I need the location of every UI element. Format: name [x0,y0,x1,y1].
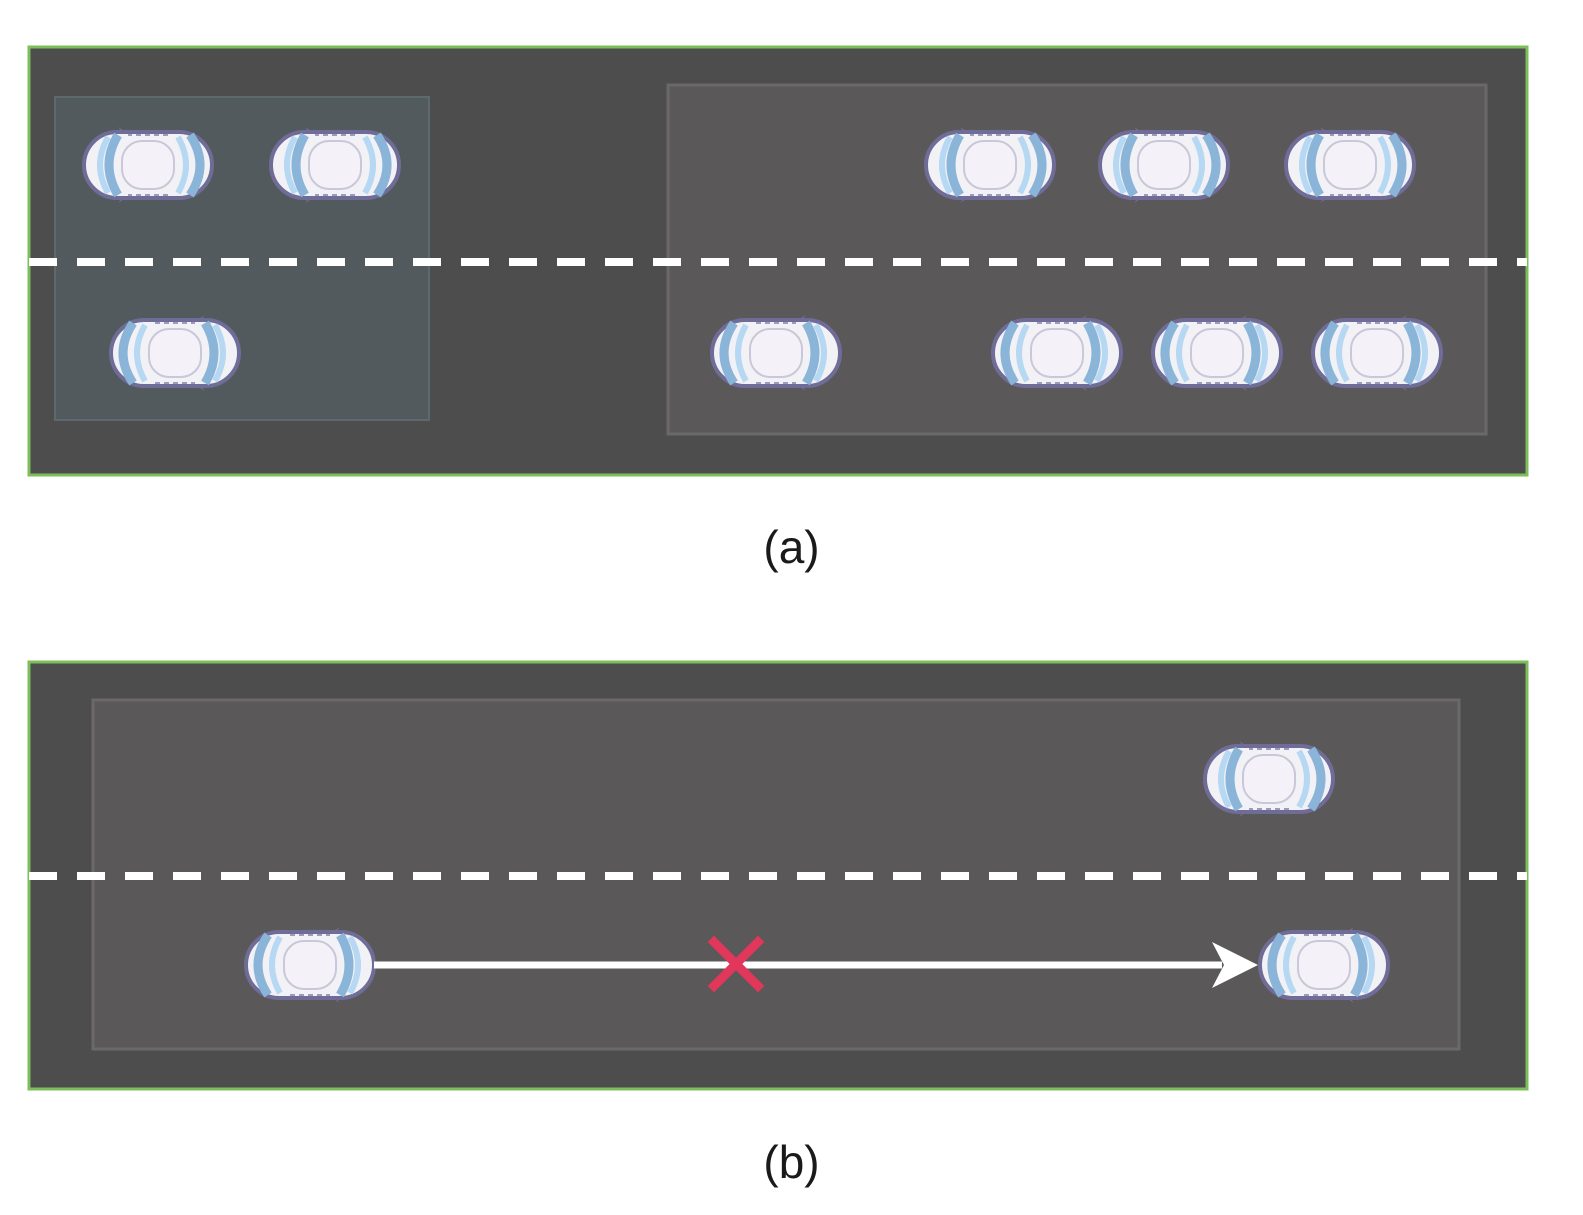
panel-b [27,660,1529,1091]
car-a-7 [712,315,840,391]
car-a-3 [111,315,239,391]
car-b-2 [246,927,374,1003]
path-arrow [374,942,1258,988]
car-b-1 [1205,741,1333,817]
car-b-3 [1260,927,1388,1003]
panel-a [27,45,1529,477]
car-a-6 [1286,127,1414,203]
blocked-cross-icon [707,935,765,993]
car-a-9 [1153,315,1281,391]
caption-b: (b) [763,1136,820,1188]
car-a-1 [84,127,212,203]
car-a-10 [1313,315,1441,391]
car-a-4 [926,127,1054,203]
caption-a: (a) [763,521,820,573]
car-a-8 [993,315,1121,391]
car-a-5 [1100,127,1228,203]
car-a-2 [271,127,399,203]
